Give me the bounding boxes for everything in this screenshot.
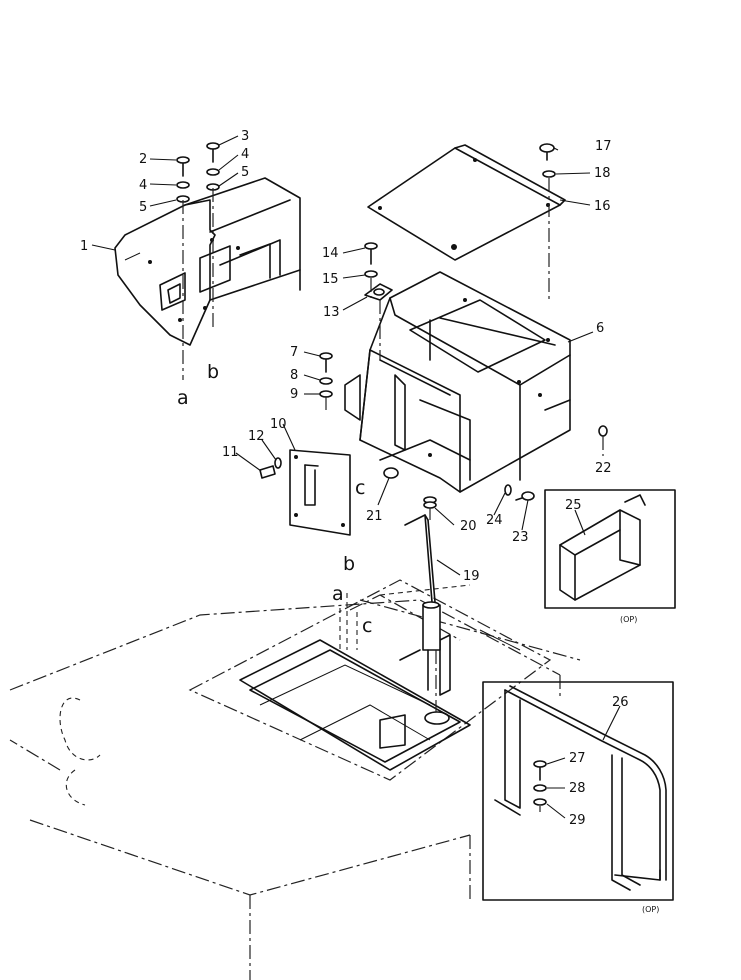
- ref-letter-b-bottom: b: [343, 553, 355, 575]
- callout-21: 21: [366, 509, 383, 524]
- floor-plate: [188, 579, 552, 781]
- callout-15: 15: [322, 272, 339, 287]
- callout-20: 20: [460, 519, 477, 534]
- callout-5: 5: [241, 165, 249, 180]
- assembly-lines: [182, 178, 604, 812]
- callout-2: 2: [139, 152, 147, 167]
- side-plate: [289, 449, 351, 536]
- callout-labels: 1 2 3 4 4 5 5 6 7 8 9 10 11 12 13 14 15 …: [80, 129, 629, 828]
- callout-22: 22: [595, 461, 612, 476]
- lever-rod: [404, 514, 441, 691]
- callout-14: 14: [322, 246, 339, 261]
- callout-25: 25: [565, 498, 582, 513]
- base-frame-dashed: [9, 584, 581, 980]
- callout-6: 6: [596, 321, 604, 336]
- callout-23: 23: [512, 530, 529, 545]
- ref-letter-a-top: a: [177, 387, 189, 409]
- callout-19: 19: [463, 569, 480, 584]
- callout-8: 8: [290, 368, 298, 383]
- callout-13: 13: [323, 305, 340, 320]
- callout-17: 17: [595, 139, 612, 154]
- ref-letter-b-top: b: [207, 361, 219, 383]
- callout-10: 10: [270, 417, 287, 432]
- callout-29: 29: [569, 813, 586, 828]
- ref-letter-c-top: c: [355, 477, 365, 499]
- inset-26: [482, 681, 674, 901]
- ref-letter-a-bottom: a: [332, 583, 344, 605]
- reference-letters: a b c a b c: [177, 361, 372, 637]
- callout-4: 4: [139, 178, 147, 193]
- leader-lines: [91, 135, 621, 819]
- callout-7: 7: [290, 345, 298, 360]
- callout-5: 5: [139, 200, 147, 215]
- callout-9: 9: [290, 387, 298, 402]
- callout-27: 27: [569, 751, 586, 766]
- callout-24: 24: [486, 513, 503, 528]
- cover-plate: [367, 144, 566, 261]
- main-frame-box: [344, 271, 571, 493]
- option-note-26: (OP): [642, 905, 659, 914]
- callout-11: 11: [222, 445, 239, 460]
- callout-3: 3: [241, 129, 249, 144]
- ref-letter-c-bottom: c: [362, 615, 372, 637]
- inset-25: [544, 489, 676, 609]
- callout-12: 12: [248, 429, 265, 444]
- callout-4: 4: [241, 147, 249, 162]
- option-note-25: (OP): [620, 615, 637, 624]
- callout-26: 26: [612, 695, 629, 710]
- callout-18: 18: [594, 166, 611, 181]
- callout-28: 28: [569, 781, 586, 796]
- callout-16: 16: [594, 199, 611, 214]
- control-box-cover: [114, 177, 301, 346]
- fasteners: [176, 142, 608, 806]
- option-notes: (OP) (OP): [620, 615, 659, 914]
- callout-1: 1: [80, 239, 88, 254]
